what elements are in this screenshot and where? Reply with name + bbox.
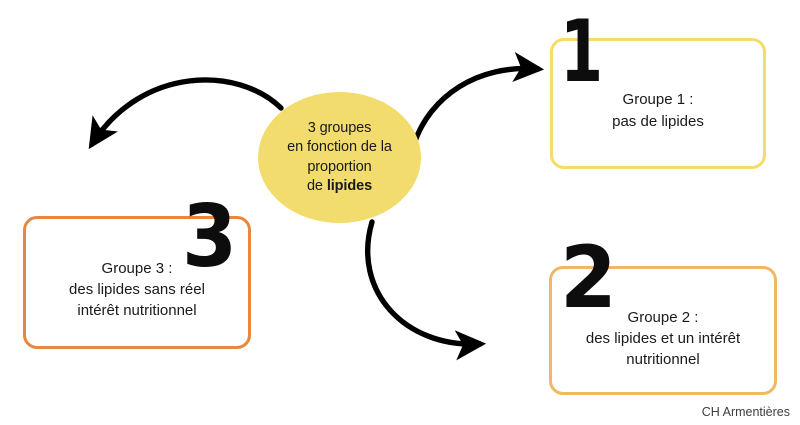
node-group1-text: Groupe 1 : pas de lipides (612, 91, 704, 130)
node-group3[interactable]: Groupe 3 : des lipides sans réel intérêt… (23, 216, 251, 349)
center-line-4-prefix: de (306, 177, 327, 194)
arrow-to-group2 (365, 219, 487, 361)
node-group3-text: Groupe 3 : des lipides sans réel intérêt… (69, 259, 205, 320)
center-line-2: en fonction de la (287, 139, 392, 156)
center-node: 3 groupes en fonction de la proportion d… (258, 92, 421, 223)
source-credit: CH Armentières (701, 405, 790, 419)
node-group1-numeral: 1 (560, 2, 604, 102)
node-group2[interactable]: Groupe 2 : des lipides et un intérêt nut… (549, 266, 777, 395)
arrow-to-group3 (88, 77, 284, 150)
node-group2-text: Groupe 2 : des lipides et un intérêt nut… (585, 308, 741, 369)
node-group1[interactable]: Groupe 1 : pas de lipides (550, 38, 766, 169)
center-line-1: 3 groupes (307, 119, 372, 136)
node-group3-numeral: 3 (182, 187, 238, 287)
center-line-4-bold: lipides (326, 177, 373, 194)
node-group2-numeral: 2 (560, 228, 617, 328)
arrow-to-group1 (411, 51, 545, 147)
center-line-3: proportion (307, 158, 372, 175)
center-node-text: 3 groupes en fonction de la proportion d… (281, 119, 398, 197)
